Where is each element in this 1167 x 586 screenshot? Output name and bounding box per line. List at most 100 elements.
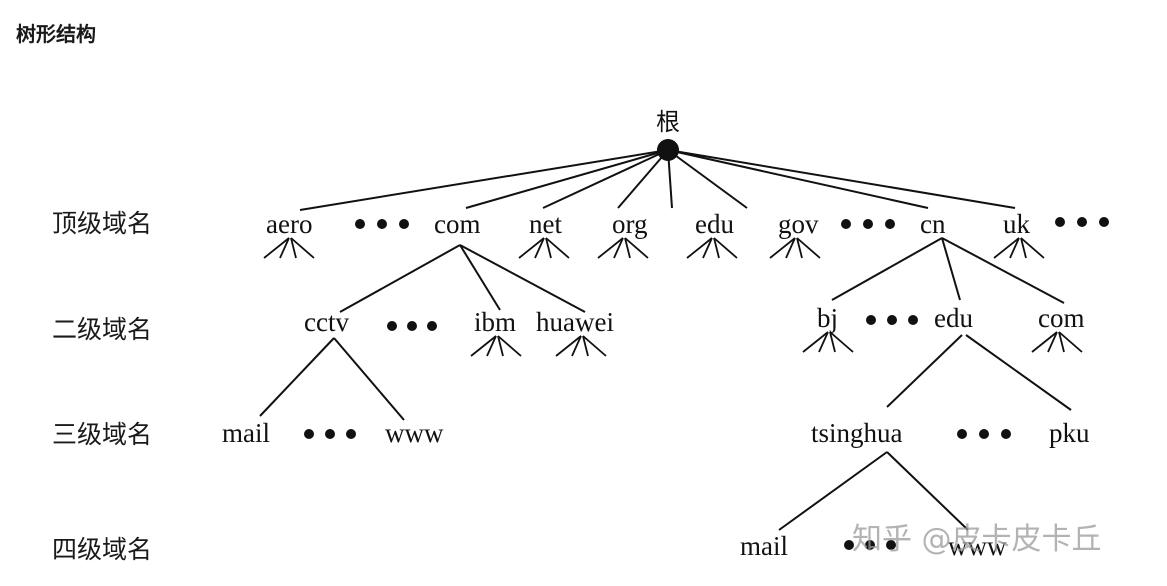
edge-com-cctv (339, 244, 461, 313)
fan-gov (769, 237, 821, 259)
fan-line (802, 331, 829, 353)
level-label-third: 三级域名 (52, 420, 152, 449)
fan-line (1020, 237, 1027, 259)
fan-line (290, 237, 297, 259)
node-org: org (612, 209, 648, 239)
root-label: 根 (656, 108, 680, 136)
fan-aero (263, 237, 315, 259)
node-tsinghua-www: www (948, 531, 1007, 561)
edge-root-com (465, 149, 669, 209)
fan-line (993, 237, 1020, 259)
fan-line (486, 335, 497, 357)
fan-line (290, 237, 315, 259)
fan-line (785, 237, 796, 259)
fan-line (613, 237, 624, 259)
fan-org (597, 237, 649, 259)
edge-root-edu (667, 149, 673, 209)
fan-line (702, 237, 713, 259)
fan-cn-com (1031, 331, 1083, 353)
node-cctv-www: www (385, 418, 444, 448)
ellipsis-tld-2 (841, 219, 895, 229)
fan-line (1058, 331, 1065, 353)
edge-tsinghua-www (886, 451, 969, 531)
edge-root-org (617, 149, 669, 209)
fan-line (497, 335, 504, 357)
edge-root-net (542, 149, 669, 209)
ellipsis-tld-3 (1055, 217, 1109, 227)
node-com: com (434, 209, 481, 239)
fan-line (624, 237, 649, 259)
ellipsis-edu-third (957, 429, 1011, 439)
edge-edu-pku (965, 334, 1072, 411)
fan-line (1009, 237, 1020, 259)
fan-line (582, 335, 589, 357)
fan-edu (686, 237, 738, 259)
ellipsis-cn-second (866, 315, 918, 325)
fan-ibm (470, 335, 522, 357)
fan-line (818, 331, 829, 353)
edge-cctv-mail (259, 337, 335, 417)
fan-line (1058, 331, 1083, 353)
node-cn-com: com (1038, 303, 1085, 333)
edge-cn-com (941, 237, 1065, 304)
cn-edges (831, 237, 1065, 304)
fan-line (545, 237, 570, 259)
tsinghua-edges (778, 451, 969, 531)
ellipsis-cctv-third (304, 429, 356, 439)
fan-line (829, 331, 854, 353)
node-huawei: huawei (536, 307, 614, 337)
node-cn-edu: edu (934, 303, 973, 333)
fan-line (545, 237, 552, 259)
fan-line (686, 237, 713, 259)
fan-line (571, 335, 582, 357)
node-aero: aero (266, 209, 312, 239)
watermark: 知乎 @皮卡皮卡丘 (852, 522, 1102, 557)
ellipsis-tsinghua-fourth (844, 540, 896, 550)
edge-cn-edu (941, 237, 961, 301)
fan-line (518, 237, 545, 259)
node-tsinghua: tsinghua (811, 418, 903, 448)
fan-line (1020, 237, 1045, 259)
fan-line (497, 335, 522, 357)
edge-edu-tsinghua (886, 334, 963, 408)
edge-com-huawei (459, 244, 586, 313)
root-edges (299, 149, 1016, 211)
node-cn-bj: bj (817, 303, 838, 333)
node-pku: pku (1049, 418, 1090, 448)
level-label-fourth: 四级域名 (52, 535, 152, 564)
fan-line (769, 237, 796, 259)
fan-line (597, 237, 624, 259)
fan-bj (802, 331, 854, 353)
fan-line (1031, 331, 1058, 353)
fan-line (263, 237, 290, 259)
ellipsis-tld-1 (355, 219, 409, 229)
node-ibm: ibm (474, 307, 516, 337)
fan-line (796, 237, 803, 259)
fan-line (582, 335, 607, 357)
fan-line (279, 237, 290, 259)
level-label-top: 顶级域名 (52, 209, 152, 238)
edge-root-aero (299, 149, 669, 211)
edge-root-uk (667, 149, 1016, 209)
cn-edu-edges (886, 334, 1072, 411)
node-gov: gov (778, 209, 819, 239)
fan-line (534, 237, 545, 259)
node-cctv-mail: mail (222, 418, 270, 448)
fan-line (624, 237, 631, 259)
node-uk: uk (1003, 209, 1031, 239)
ellipsis-com-second (387, 321, 437, 331)
edge-root-cn (667, 149, 929, 209)
fan-line (713, 237, 738, 259)
fan-uk (993, 237, 1045, 259)
fan-line (829, 331, 836, 353)
edge-cctv-www (333, 337, 405, 421)
subtree-fans (263, 237, 1083, 357)
node-cctv: cctv (304, 307, 349, 337)
cctv-edges (259, 337, 405, 421)
com-edges (339, 244, 586, 313)
fan-line (1047, 331, 1058, 353)
node-tsinghua-mail: mail (740, 531, 788, 561)
node-cn: cn (920, 209, 946, 239)
fan-line (796, 237, 821, 259)
